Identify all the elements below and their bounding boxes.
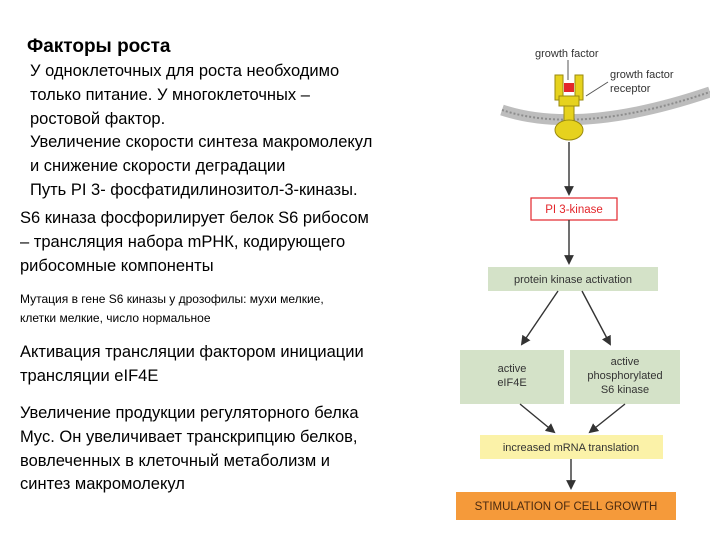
pi3-kinase-label: PI 3-kinase (545, 204, 603, 216)
text-line: Активация трансляции фактором инициации (20, 343, 364, 361)
slide-title: Факторы роста (27, 36, 171, 57)
receptor-intracellular-domain (554, 119, 584, 141)
text-line: Мутация в гене S6 киназы у дрозофилы: му… (20, 292, 324, 306)
text-line: вовлеченных в клеточный метаболизм и (20, 451, 330, 470)
text-line: Путь PI 3- фосфатидилинозитол-3-киназы. (30, 180, 358, 199)
text-line: Myc. Он увеличивает транскрипцию белков, (20, 427, 358, 446)
active-s6-kinase-box (570, 350, 680, 404)
text-eif4e: Активация трансляции фактором инициации … (20, 341, 364, 389)
active-eif4e-label-line2: eIF4E (497, 377, 526, 389)
text-line: – трансляция набора mРНК, кодирующего (20, 232, 346, 251)
arrow-pka-to-s6k (581, 290, 611, 346)
text-line: только питание. У многоклеточных – (30, 85, 310, 104)
text-line: Увеличение скорости синтеза макромолекул (30, 133, 373, 152)
text-line: Увеличение продукции регуляторного белка (20, 404, 359, 422)
growth-signaling-diagram: growth factor growth factor receptor PI … (456, 48, 710, 520)
receptor-label-line1: growth factor (610, 69, 674, 81)
protein-kinase-activation-box (488, 267, 658, 291)
text-line: У одноклеточных для роста необходимо (30, 62, 340, 80)
text-line: рибосомные компоненты (20, 256, 214, 275)
active-eif4e-label-line1: active (498, 363, 527, 375)
receptor-body (558, 95, 580, 107)
receptor-label-line2: receptor (610, 83, 651, 95)
active-s6-kinase-label-line1: active (611, 356, 640, 368)
growth-factor-label: growth factor (535, 48, 599, 60)
increased-translation-label: increased mRNA translation (503, 442, 639, 454)
arrow-pka-to-eif4e (520, 290, 559, 346)
text-line: синтез макромолекул (20, 475, 185, 494)
active-s6-kinase-label-line3: S6 kinase (601, 384, 649, 396)
text-line: и снижение скорости деградации (30, 157, 286, 176)
text-myc: Увеличение продукции регуляторного белка… (20, 402, 359, 497)
text-s6-kinase: S6 киназа фосфорилирует белок S6 рибосом… (20, 207, 369, 278)
increased-translation-box (480, 435, 663, 459)
stimulation-cell-growth-box (456, 492, 676, 520)
arrow-eif4e-to-translation (519, 403, 556, 434)
receptor-pointer (585, 81, 609, 97)
active-eif4e-box (460, 350, 564, 404)
text-line: трансляции eIF4E (20, 366, 159, 385)
pi3-kinase-box (530, 197, 618, 221)
text-line: ростовой фактор. (30, 109, 166, 128)
text-line: клетки мелкие, число нормальное (20, 311, 211, 325)
text-line: S6 киназа фосфорилирует белок S6 рибосом (20, 209, 369, 227)
cell-membrane (500, 86, 710, 126)
arrow-s6k-to-translation (588, 403, 626, 434)
active-s6-kinase-label-line2: phosphorylated (587, 370, 662, 382)
stimulation-cell-growth-label: STIMULATION OF CELL GROWTH (475, 501, 658, 513)
membrane-texture (501, 91, 710, 121)
text-drosophila-note: Мутация в гене S6 киназы у дрозофилы: му… (20, 290, 324, 328)
growth-factor-ligand-icon (564, 83, 574, 92)
protein-kinase-activation-label: protein kinase activation (514, 274, 632, 286)
text-pi3-pathway: У одноклеточных для роста необходимо тол… (30, 60, 372, 203)
